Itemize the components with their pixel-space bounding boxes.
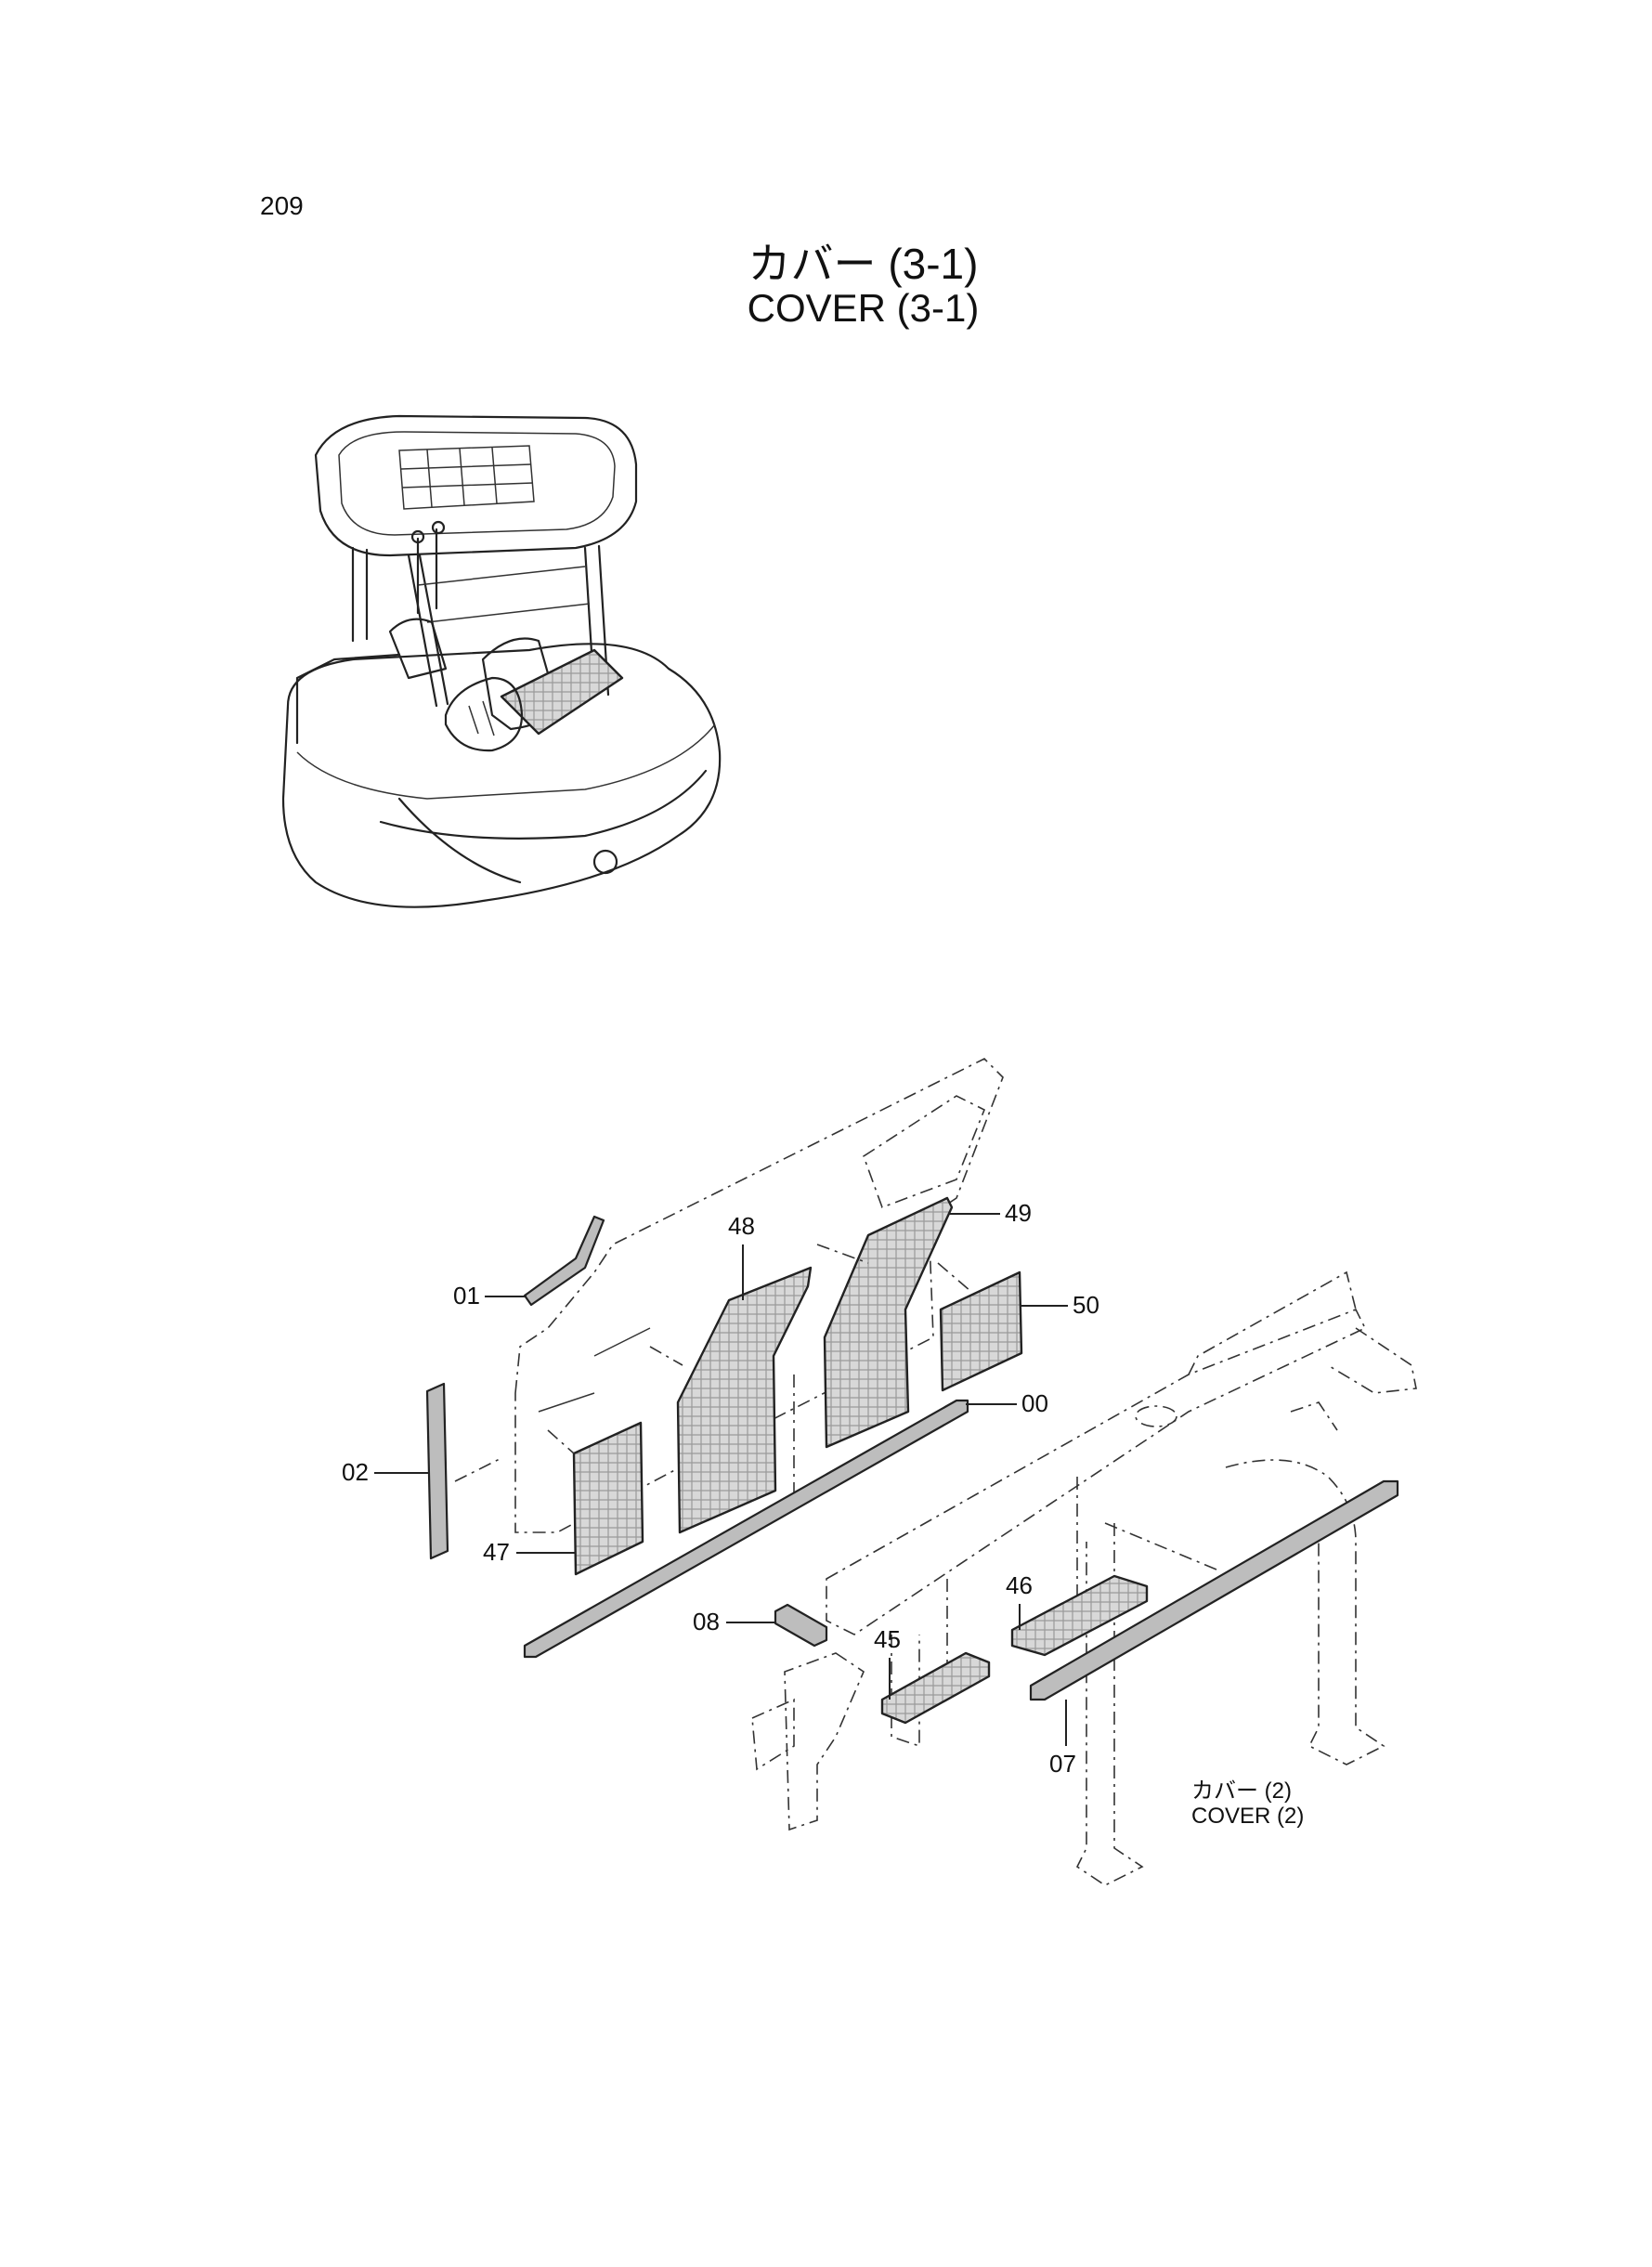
page-number: 209 <box>260 191 304 220</box>
part-45-plate <box>880 1651 991 1725</box>
page-title-japanese: カバー (3-1) <box>748 240 979 288</box>
part-47-pad <box>572 1421 644 1576</box>
callout-08: 08 <box>693 1608 720 1635</box>
part-08-bar <box>774 1603 828 1648</box>
page-title-english: COVER (3-1) <box>747 286 980 330</box>
part-02-strip <box>425 1382 449 1560</box>
part-00-strip <box>523 1399 969 1659</box>
callout-48: 48 <box>728 1212 755 1240</box>
part-49-pad <box>823 1196 954 1449</box>
callout-02: 02 <box>342 1458 369 1486</box>
part-01-strip <box>523 1215 605 1307</box>
callout-50: 50 <box>1073 1291 1099 1319</box>
machine-overview-illustration <box>281 414 722 908</box>
callout-49: 49 <box>1005 1199 1032 1227</box>
callout-46: 46 <box>1006 1571 1033 1599</box>
part-07-strip <box>1029 1479 1399 1701</box>
reference-label-english: COVER (2) <box>1191 1804 1305 1829</box>
reference-label-japanese: カバー (2) <box>1191 1778 1292 1804</box>
callout-47: 47 <box>483 1538 510 1566</box>
callout-00: 00 <box>1021 1389 1048 1417</box>
frame-structure <box>751 1270 1417 1886</box>
callout-01: 01 <box>453 1282 480 1309</box>
part-50-pad <box>939 1270 1023 1392</box>
callout-45: 45 <box>874 1625 901 1653</box>
callout-07: 07 <box>1049 1750 1076 1778</box>
part-48-pad <box>676 1266 813 1534</box>
part-46-plate <box>1010 1574 1149 1657</box>
